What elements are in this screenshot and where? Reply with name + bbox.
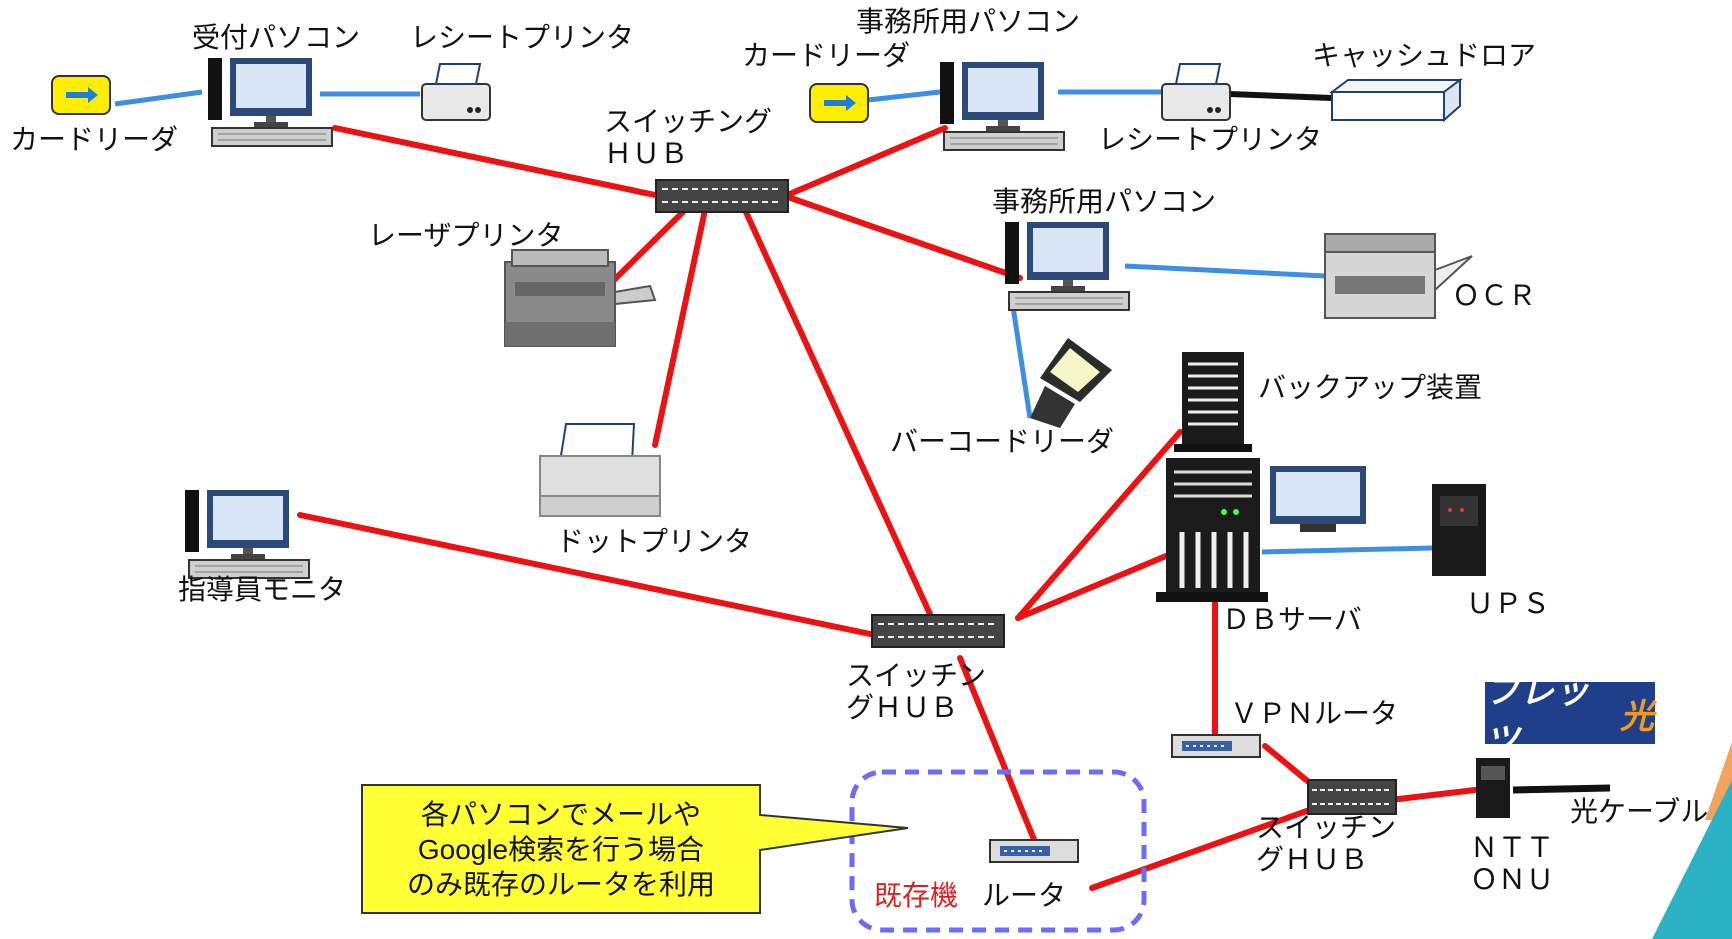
reception-pc [207,57,333,147]
ocr-scanner [1324,233,1473,319]
card-reader-2 [810,84,868,122]
callout-text: 各パソコンでメールや Google検索を行う場合 のみ既存のルータを利用 [362,785,760,913]
optical-cable-label: 光ケーブル [1570,795,1709,828]
db-server [1156,458,1366,602]
db-server-label: ＤＢサーバ [1222,603,1362,636]
peripheral-cables [114,89,1433,555]
switching-hub-mid-label: スイッチン グＨＵＢ [846,659,987,725]
switching-hub-top [655,179,789,213]
ups [1432,484,1486,576]
switching-hub-top-label: スイッチング ＨＵＢ [604,105,773,171]
cash-drawer-label: キャッシュドロア [1312,39,1537,72]
switching-hub-mid [871,614,1005,648]
barcode-reader-label: バーコードリーダ [890,425,1115,458]
ups-label: ＵＰＳ [1466,587,1551,620]
receipt-printer-1-label: レシートプリンタ [410,21,635,54]
laser-printer-label: レーザプリンタ [368,219,564,252]
existing-router [989,839,1079,863]
callout-line-1: 各パソコンでメールや [420,798,701,830]
vpn-router-label: ＶＰＮルータ [1230,697,1399,730]
drawer-cable [1229,91,1333,101]
receipt-printer-2-label: レシートプリンタ [1098,123,1323,156]
receipt-printer-2 [1161,63,1231,121]
ntt-onu [1476,758,1510,818]
office-pc-2 [1004,221,1130,311]
lan-cables [297,125,1478,891]
vpn-router [1171,734,1261,758]
barcode-reader [1030,338,1112,428]
switching-hub-right [1307,779,1397,815]
ocr-label: ＯＣＲ [1452,279,1537,312]
office-pc-2-label: 事務所用パソコン [992,185,1217,218]
ntt-onu-label: ＮＴＴ ＯＮＵ [1470,831,1555,897]
flets-hikari-logo: フレッツ光 [1485,672,1655,761]
dot-printer-label: ドットプリンタ [556,525,753,558]
receipt-printer-1 [421,63,491,121]
dot-printer [539,423,661,517]
corner-decoration-teal [1652,780,1732,939]
card-reader-1-label: カードリーダ [10,123,179,156]
callout-line-2: Google検索を行う場合 [417,833,705,865]
optical-cable-line [1512,784,1611,794]
logo-text-flets: フレッツ [1485,672,1590,761]
existing-equipment-label: 既存機 [874,879,959,912]
laser-printer [504,249,657,347]
callout-bubble [361,784,909,914]
card-reader-1 [52,76,110,114]
office-pc-1-label: 事務所用パソコン [856,5,1081,38]
reception-pc-label: 受付パソコン [192,21,361,54]
backup-device [1174,352,1252,452]
switching-hub-right-label: スイッチン グＨＵＢ [1256,811,1397,877]
instructor-monitor-label: 指導員モニタ [178,573,347,606]
instructor-pc [184,489,310,579]
cash-drawer [1329,78,1463,123]
backup-device-label: バックアップ装置 [1258,371,1483,404]
router-label: ルータ [982,879,1067,912]
existing-equipment-box [849,769,1147,933]
logo-text-hikari: 光 [1620,696,1655,737]
callout-line-3: のみ既存のルータを利用 [406,868,715,900]
office-pc-1 [939,61,1065,151]
card-reader-2-label: カードリーダ [742,39,911,72]
